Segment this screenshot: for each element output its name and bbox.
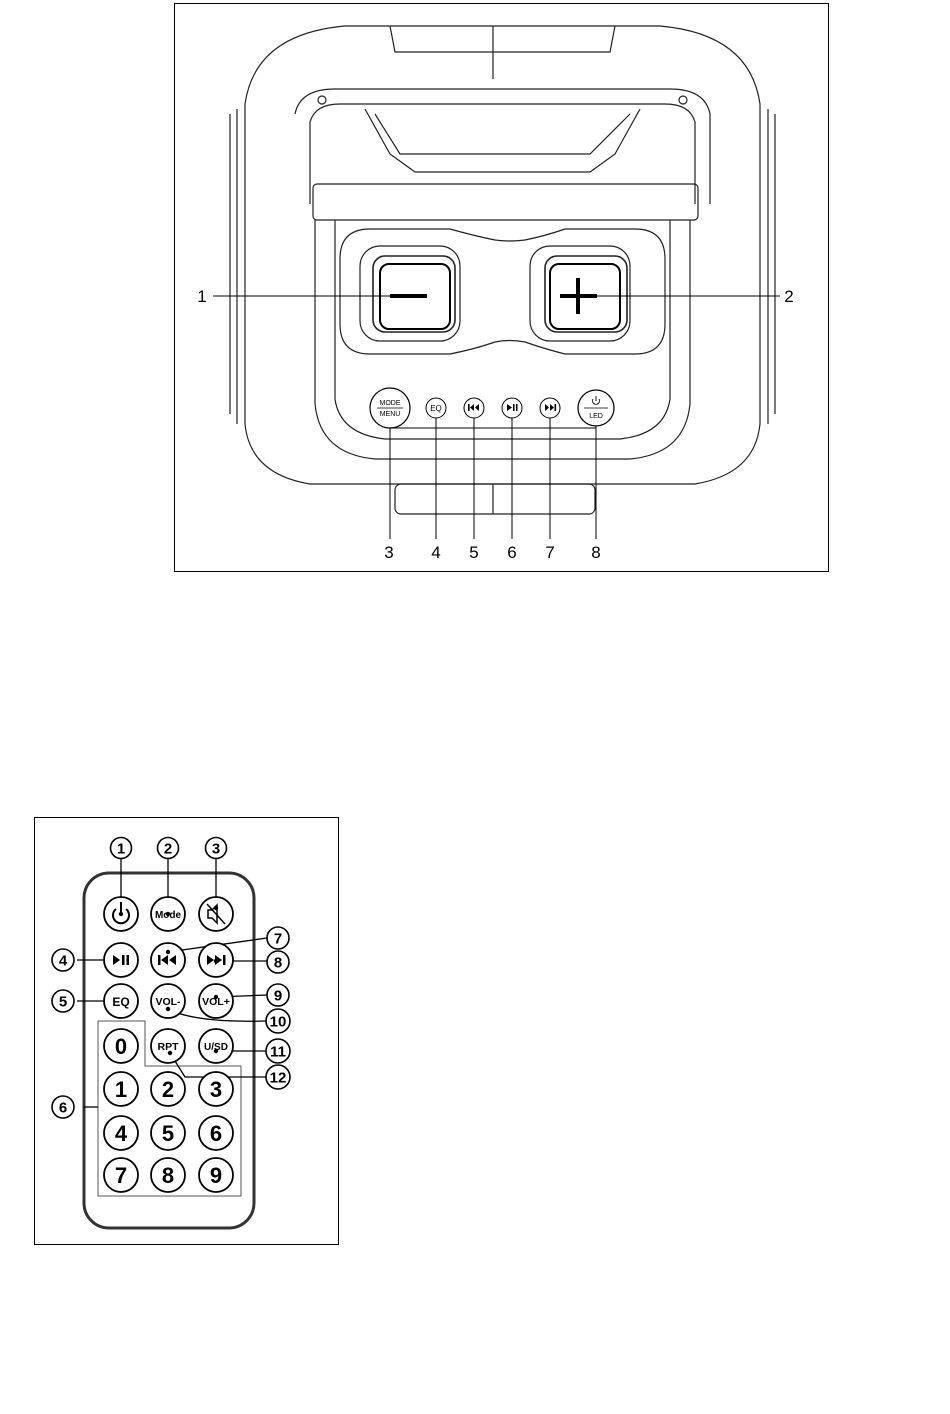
callout-leaders bbox=[213, 296, 780, 539]
volume-up-key[interactable]: VOL+ bbox=[199, 984, 233, 1018]
digit-8-key[interactable]: 8 bbox=[151, 1158, 185, 1192]
remote-callout-1: 1 bbox=[111, 838, 132, 859]
digit-7-key[interactable]: 7 bbox=[104, 1158, 138, 1192]
svg-text:12: 12 bbox=[270, 1070, 287, 1087]
svg-text:1: 1 bbox=[117, 841, 125, 858]
previous-key[interactable] bbox=[464, 398, 484, 418]
remote-callout-12: 12 bbox=[266, 1065, 290, 1089]
eq-key[interactable]: EQ bbox=[426, 398, 446, 418]
remote-callout-4: 4 bbox=[52, 949, 74, 971]
digit-4-key[interactable]: 4 bbox=[104, 1116, 138, 1150]
mute-key[interactable] bbox=[199, 897, 233, 931]
svg-text:8: 8 bbox=[274, 955, 282, 972]
callout-2: 2 bbox=[784, 287, 793, 306]
digit-3-key[interactable]: 3 bbox=[199, 1072, 233, 1106]
digit-1-label: 1 bbox=[115, 1077, 127, 1102]
eq-label: EQ bbox=[430, 404, 442, 413]
remote-control: Mode bbox=[35, 818, 340, 1246]
vol-down-label: VOL- bbox=[155, 996, 181, 1008]
usb-sd-key[interactable]: U/SD bbox=[199, 1029, 233, 1063]
digit-7-label: 7 bbox=[115, 1163, 127, 1188]
digit-4-label: 4 bbox=[115, 1121, 128, 1146]
previous-key[interactable] bbox=[151, 943, 185, 977]
svg-text:3: 3 bbox=[212, 841, 220, 858]
remote-callout-6: 6 bbox=[52, 1096, 74, 1118]
digit-2-key[interactable]: 2 bbox=[151, 1072, 185, 1106]
callout-3: 3 bbox=[384, 543, 393, 562]
mode-menu-key[interactable]: MODE MENU bbox=[370, 388, 410, 428]
mode-label: MODE bbox=[380, 400, 401, 407]
digit-2-label: 2 bbox=[162, 1077, 174, 1102]
svg-text:9: 9 bbox=[274, 988, 282, 1005]
callout-8: 8 bbox=[591, 543, 600, 562]
digit-9-label: 9 bbox=[210, 1163, 222, 1188]
remote-callout-9: 9 bbox=[267, 984, 289, 1006]
callout-7: 7 bbox=[545, 543, 554, 562]
svg-text:7: 7 bbox=[274, 931, 282, 948]
eq-key[interactable]: EQ bbox=[104, 984, 138, 1018]
remote-callout-2: 2 bbox=[158, 838, 179, 859]
callout-5: 5 bbox=[469, 543, 478, 562]
remote-callout-11: 11 bbox=[266, 1039, 290, 1063]
digit-9-key[interactable]: 9 bbox=[199, 1158, 233, 1192]
callout-6: 6 bbox=[507, 543, 516, 562]
svg-text:5: 5 bbox=[59, 994, 67, 1011]
remote-diagram-panel: Mode bbox=[34, 817, 339, 1245]
digit-0-key[interactable]: 0 bbox=[104, 1029, 138, 1063]
svg-text:6: 6 bbox=[59, 1100, 67, 1117]
digit-8-label: 8 bbox=[162, 1163, 174, 1188]
callout-4: 4 bbox=[431, 543, 440, 562]
remote-callout-7: 7 bbox=[267, 927, 289, 949]
callout-1: 1 bbox=[197, 287, 206, 306]
volume-down-key[interactable]: VOL- bbox=[151, 984, 185, 1018]
remote-callout-8: 8 bbox=[267, 951, 289, 973]
digit-0-label: 0 bbox=[115, 1034, 127, 1059]
digit-5-label: 5 bbox=[162, 1121, 174, 1146]
menu-label: MENU bbox=[380, 411, 401, 418]
svg-text:4: 4 bbox=[59, 953, 68, 970]
svg-text:10: 10 bbox=[270, 1014, 287, 1031]
next-key[interactable] bbox=[540, 398, 560, 418]
remote-callout-5: 5 bbox=[52, 990, 74, 1012]
eq-key-label: EQ bbox=[112, 995, 129, 1009]
svg-text:2: 2 bbox=[164, 841, 172, 858]
svg-text:11: 11 bbox=[270, 1044, 286, 1061]
digit-5-key[interactable]: 5 bbox=[151, 1116, 185, 1150]
remote-callout-10: 10 bbox=[266, 1009, 290, 1033]
play-pause-key[interactable] bbox=[502, 398, 522, 418]
power-led-key[interactable]: LED bbox=[578, 390, 614, 426]
led-label: LED bbox=[589, 413, 603, 420]
rpt-label: RPT bbox=[158, 1041, 180, 1053]
speaker-top-view: MODE MENU EQ bbox=[175, 4, 830, 573]
digit-6-label: 6 bbox=[210, 1121, 222, 1146]
digit-6-key[interactable]: 6 bbox=[199, 1116, 233, 1150]
digit-3-label: 3 bbox=[210, 1077, 222, 1102]
remote-callout-3: 3 bbox=[206, 838, 227, 859]
repeat-key[interactable]: RPT bbox=[151, 1029, 185, 1063]
play-pause-key[interactable] bbox=[104, 943, 138, 977]
speaker-diagram-panel: MODE MENU EQ bbox=[174, 3, 829, 572]
digit-1-key[interactable]: 1 bbox=[104, 1072, 138, 1106]
